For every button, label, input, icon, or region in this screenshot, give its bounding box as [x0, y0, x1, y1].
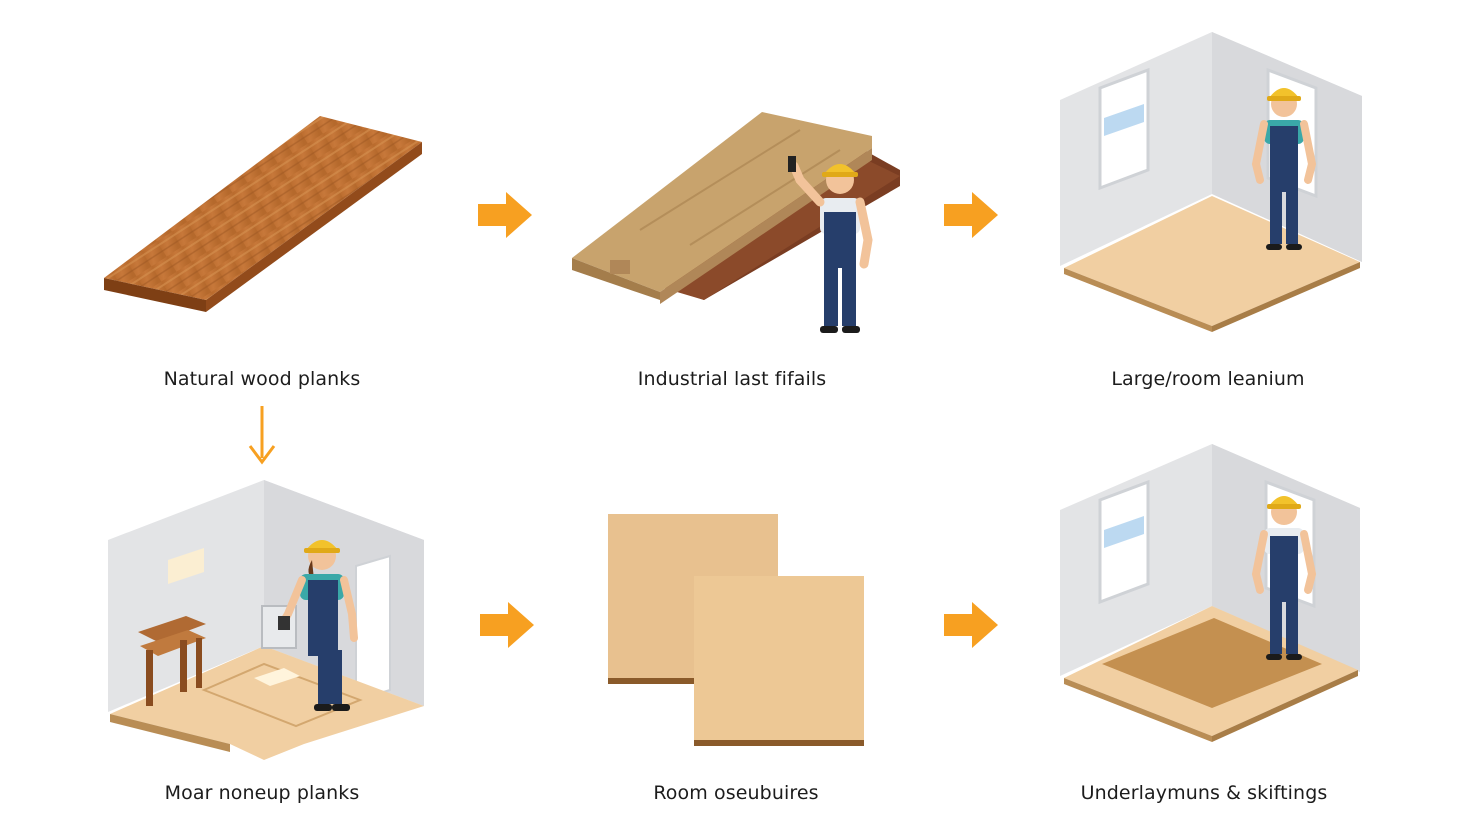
arrow-down-icon	[248, 406, 276, 465]
worker-figure	[1251, 88, 1317, 250]
worker-figure	[278, 540, 358, 711]
worker-figure	[1251, 496, 1317, 660]
step-1-label: Natural wood planks	[163, 368, 361, 390]
workshop-room-illustration	[108, 480, 424, 760]
panels-illustration	[608, 514, 864, 746]
step-5-label: Room oseubuires	[653, 782, 819, 804]
step-6-label: Underlaymuns & skiftings	[1080, 782, 1328, 804]
step-2-label: Industrial last fifails	[637, 368, 827, 390]
step-3-label: Large/room leanium	[1111, 368, 1305, 390]
worker-figure	[788, 156, 873, 333]
arrow-right-icon	[480, 602, 534, 648]
arrow-right-icon	[478, 192, 532, 238]
room-illustration	[1060, 32, 1362, 332]
arrow-right-icon	[944, 192, 998, 238]
arrow-right-icon	[944, 602, 998, 648]
underlay-room-illustration	[1060, 444, 1360, 742]
step-4-label: Moar noneup planks	[164, 782, 360, 804]
wood-plank-illustration	[104, 116, 422, 312]
